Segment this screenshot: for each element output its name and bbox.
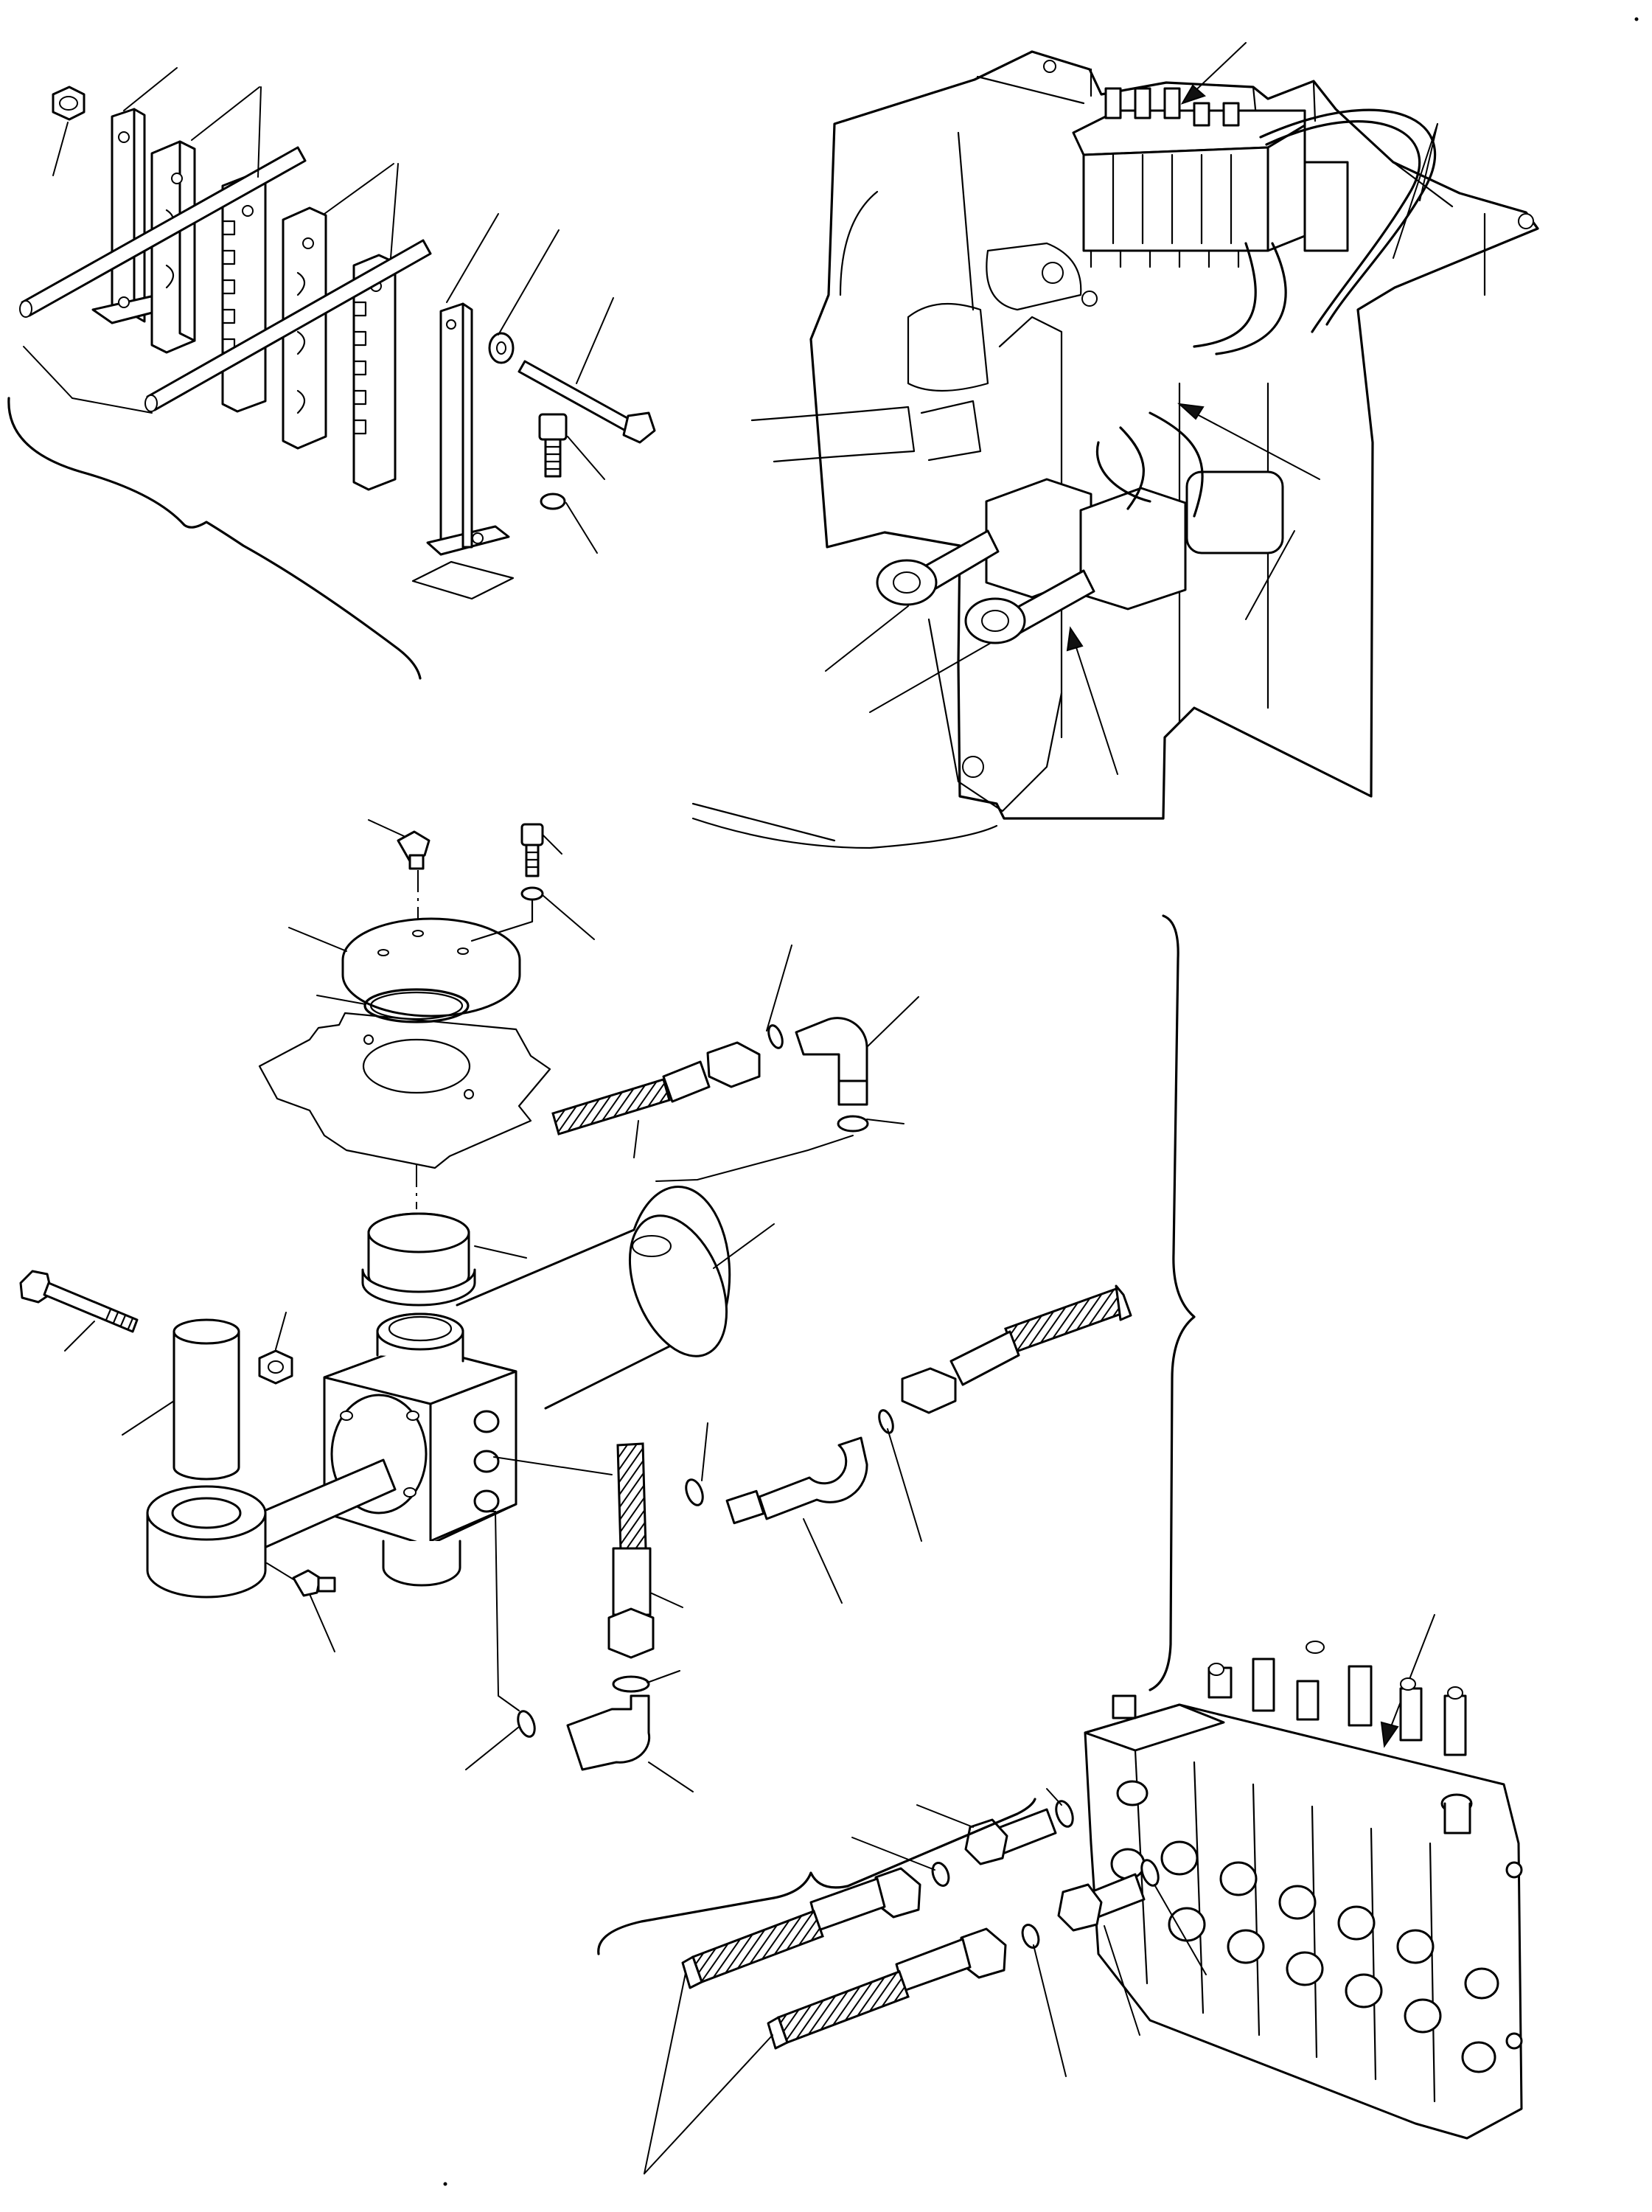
nut xyxy=(53,87,84,119)
group-brace xyxy=(9,398,420,678)
machine-mounting-view xyxy=(693,43,1538,848)
lock-washer xyxy=(541,494,565,509)
callout-arrows xyxy=(1067,43,1320,774)
hose-clamp-bracket-view xyxy=(9,68,655,678)
hose-pair xyxy=(20,147,431,411)
valve-arrow xyxy=(1390,1615,1435,1728)
swing-cylinder-view xyxy=(21,820,1194,1792)
grease-nipple-eye xyxy=(267,1563,335,1596)
pilot-valve-bank xyxy=(1073,88,1348,267)
o-ring xyxy=(365,990,468,1022)
long-bolt xyxy=(519,361,655,442)
mounting-leader-lines xyxy=(826,124,1437,712)
pivot-bolt xyxy=(21,1271,137,1332)
cylinder-group-brace xyxy=(1150,916,1194,1690)
pivot-nut xyxy=(259,1351,292,1383)
support-bracket xyxy=(413,304,513,599)
upper-hose xyxy=(553,1018,868,1181)
bolt xyxy=(540,414,566,476)
lower-hose xyxy=(488,1444,653,1770)
clamp-half-2 xyxy=(223,175,265,411)
grease-nipple-top xyxy=(398,832,429,869)
valve-leader-lines xyxy=(644,1789,1206,2174)
shim xyxy=(259,1013,550,1168)
cylinder-body xyxy=(147,1187,745,1597)
pin xyxy=(174,1320,239,1479)
clamp-half-1 xyxy=(152,142,195,352)
valve-hose-lower xyxy=(768,1929,1006,2048)
installed-cylinders xyxy=(877,413,1283,811)
valve-group-brace xyxy=(599,1799,1035,1954)
valve-hose-upper xyxy=(683,1868,920,1988)
washer xyxy=(489,333,513,363)
clamp-half-3 xyxy=(283,208,326,448)
control-valve-block xyxy=(1085,1641,1522,2138)
valve-fitting-upper xyxy=(930,1799,1076,1888)
cylinder-leader-lines xyxy=(65,820,921,1792)
right-hose xyxy=(683,1286,1131,1523)
pilot-hoses xyxy=(1194,110,1435,354)
bushing xyxy=(363,1214,475,1305)
leader-lines xyxy=(24,68,613,553)
cover-bolt xyxy=(472,824,543,941)
control-valve-view xyxy=(445,18,1638,2185)
